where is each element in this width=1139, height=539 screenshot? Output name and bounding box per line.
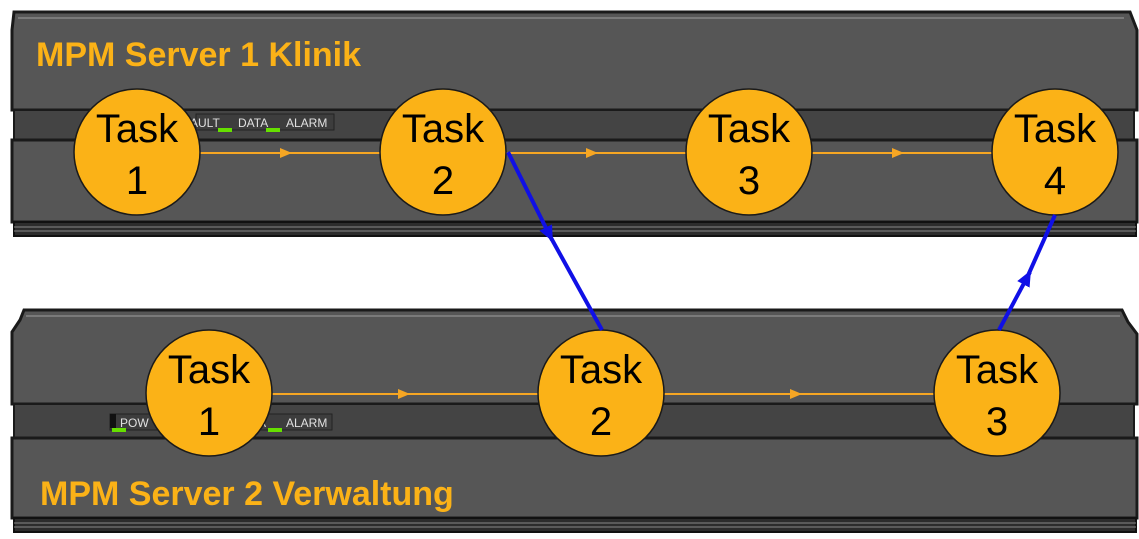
- server1-led-label-alarm: ALARM: [286, 116, 327, 130]
- task-label: Task: [402, 107, 485, 151]
- task-number: 3: [738, 159, 760, 203]
- server1-top-panel: [10, 10, 1139, 112]
- task-label: Task: [1014, 107, 1097, 151]
- server1-base: [13, 221, 1137, 237]
- server2-base: [13, 517, 1137, 533]
- task-number: 1: [198, 400, 220, 444]
- server1-task-3[interactable]: Task 3: [685, 88, 813, 216]
- server1-led-data: [266, 128, 280, 132]
- server2-led-data: [268, 428, 282, 432]
- server1-task-1[interactable]: Task 1: [73, 88, 201, 216]
- task-label: Task: [708, 107, 791, 151]
- task-number: 3: [986, 400, 1008, 444]
- server2-title: MPM Server 2 Verwaltung: [40, 475, 454, 513]
- server1-led-panel: AULT DATA ALARM: [190, 113, 335, 132]
- task-label: Task: [168, 348, 251, 392]
- task-label: Task: [956, 348, 1039, 392]
- server2-led-power: [112, 428, 126, 432]
- server1-led-label-data: DATA: [238, 116, 268, 130]
- server1-task-4[interactable]: Task 4: [991, 88, 1119, 216]
- server1-task-2[interactable]: Task 2: [379, 88, 507, 216]
- cross-connection-s2t3-to-s1t4: [997, 214, 1057, 331]
- task-number: 1: [126, 159, 148, 203]
- server2-led-separator: [110, 414, 116, 428]
- task-label: Task: [96, 107, 179, 151]
- task-number: 2: [432, 159, 454, 203]
- server1-chassis: [10, 10, 1139, 237]
- server2-task-2[interactable]: Task 2: [537, 329, 665, 457]
- task-number: 4: [1044, 159, 1066, 203]
- server2-task-1[interactable]: Task 1: [145, 329, 273, 457]
- server1-led-label-fault: AULT: [190, 116, 220, 130]
- server1-title: MPM Server 1 Klinik: [36, 36, 361, 74]
- cross-arrow-tail: [548, 235, 604, 331]
- task-label: Task: [560, 348, 643, 392]
- cross-arrow: [506, 151, 554, 242]
- cross-connection-s1t2-to-s2t2: [506, 151, 604, 331]
- server2-task-3[interactable]: Task 3: [933, 329, 1061, 457]
- server1-led-fault: [218, 128, 232, 132]
- cross-arrow-tail: [1024, 214, 1057, 281]
- server2-led-label-power: POW: [120, 416, 149, 430]
- task-number: 2: [590, 400, 612, 444]
- server2-led-label-alarm: ALARM: [286, 416, 327, 430]
- cross-arrow: [997, 270, 1032, 331]
